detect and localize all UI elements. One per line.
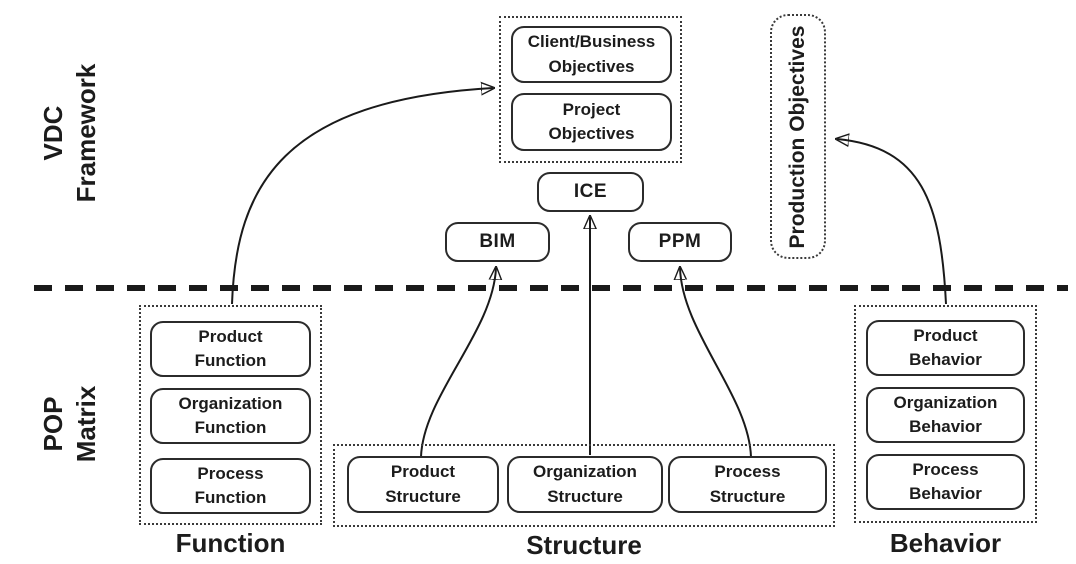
box-process-behavior: Process Behavior [866, 454, 1025, 510]
box-organization-function: Organization Function [150, 388, 311, 444]
arrow-function-to-objectives [231, 88, 493, 305]
function-column-label: Function [175, 528, 286, 558]
box-ppm: PPM [628, 222, 732, 262]
arrow-process-structure-to-ppm [680, 268, 752, 458]
structure-column-label: Structure [526, 530, 642, 560]
box-product-behavior: Product Behavior [866, 320, 1025, 376]
box-organization-structure: Organization Structure [507, 456, 663, 513]
box-bim: BIM [445, 222, 550, 262]
box-process-function: Process Function [150, 458, 311, 514]
production-objectives-label: Production Objectives [786, 25, 809, 248]
behavior-column-label: Behavior [889, 528, 1002, 558]
function-group [139, 305, 322, 525]
pop-matrix-label: POP Matrix [37, 385, 101, 463]
box-project-objectives: Project Objectives [511, 93, 672, 151]
objectives-group [499, 16, 682, 163]
arrow-product-structure-to-bim [420, 268, 496, 458]
behavior-group [854, 305, 1037, 523]
box-ice: ICE [537, 172, 644, 212]
box-client-business-objectives: Client/Business Objectives [511, 26, 672, 83]
box-product-function: Product Function [150, 321, 311, 377]
arrow-behavior-to-production-objectives [837, 139, 947, 305]
structure-group [333, 444, 835, 527]
box-product-structure: Product Structure [347, 456, 499, 513]
box-organization-behavior: Organization Behavior [866, 387, 1025, 443]
box-process-structure: Process Structure [668, 456, 827, 513]
box-production-objectives: Production Objectives [770, 14, 826, 259]
vdc-framework-label: VDC Framework [37, 63, 101, 203]
